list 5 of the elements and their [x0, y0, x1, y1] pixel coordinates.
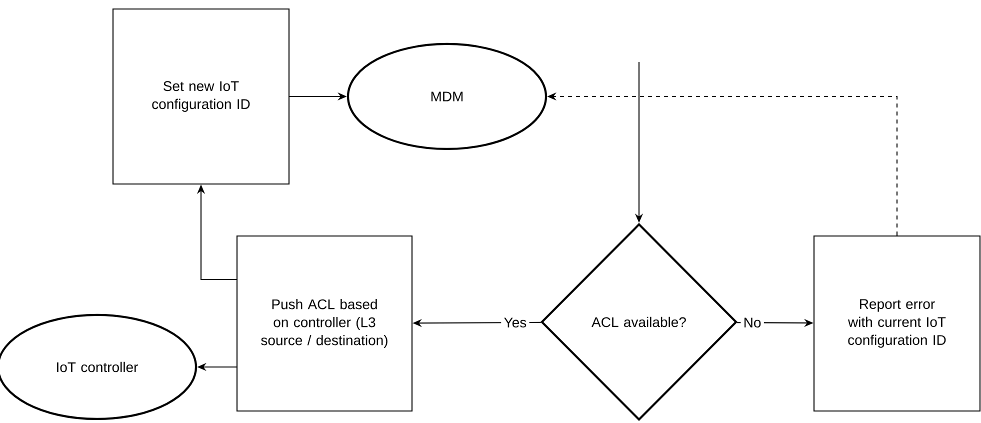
edge-label: Yes — [501, 315, 530, 330]
process-box: Report error with current IoT configuration ID — [813, 235, 981, 412]
process-box: Push ACL based on controller (L3 source / destination) — [236, 235, 413, 412]
process-box: Set new IoT configuration ID — [112, 8, 290, 185]
edge-label: No — [740, 315, 764, 330]
